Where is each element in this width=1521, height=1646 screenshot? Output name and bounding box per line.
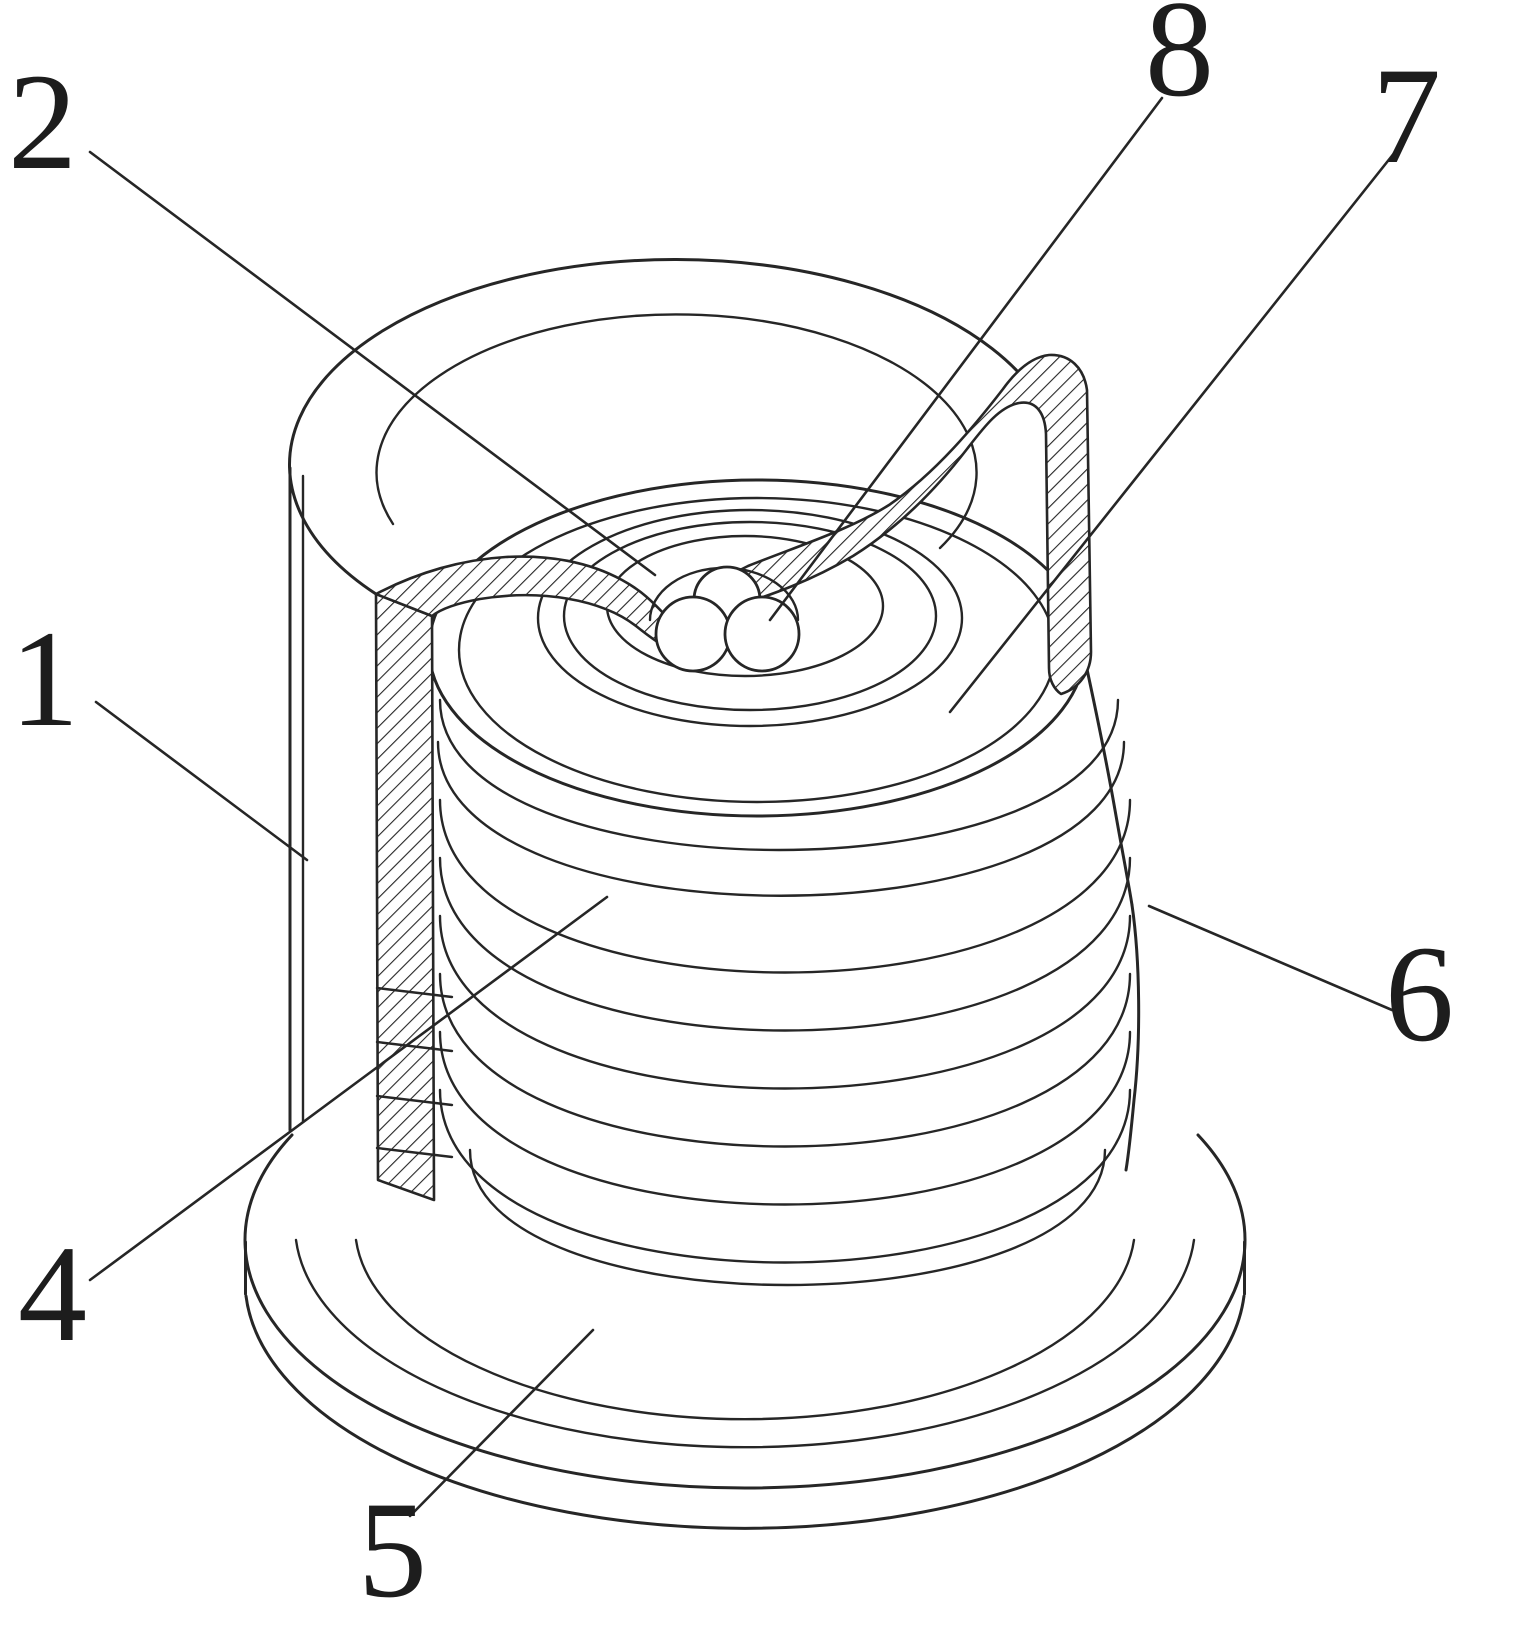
part-label-2: 2 — [8, 45, 77, 198]
base-flange — [243, 1133, 1247, 1530]
part-label-8: 8 — [1145, 0, 1214, 125]
leader-line-7 — [948, 150, 1397, 714]
ball-right — [723, 595, 801, 673]
leader-line-8 — [768, 96, 1164, 622]
part-label-4: 4 — [18, 1217, 87, 1370]
leader-line-2 — [88, 150, 657, 577]
cut-section-surfaces — [374, 353, 1093, 1202]
ball-left — [654, 595, 732, 673]
center-dome-and-balls — [648, 565, 801, 673]
leader-line-4 — [88, 895, 609, 1282]
thread-root-ticks — [375, 986, 454, 1159]
cut-hatch-strip — [374, 592, 436, 1202]
inner-vessel — [427, 478, 1134, 907]
outer-housing — [288, 258, 1056, 1132]
leader-line-6 — [1147, 904, 1394, 1012]
part-label-1: 1 — [10, 602, 79, 755]
part-label-6: 6 — [1385, 917, 1454, 1070]
leader-line-5 — [408, 1328, 595, 1518]
reference-numerals: 2 8 7 1 6 4 5 — [8, 0, 1454, 1626]
threaded-section — [438, 798, 1141, 1287]
part-label-7: 7 — [1372, 39, 1441, 192]
leader-line-1 — [94, 700, 309, 862]
leader-lines — [88, 96, 1397, 1518]
part-label-5: 5 — [358, 1473, 427, 1626]
